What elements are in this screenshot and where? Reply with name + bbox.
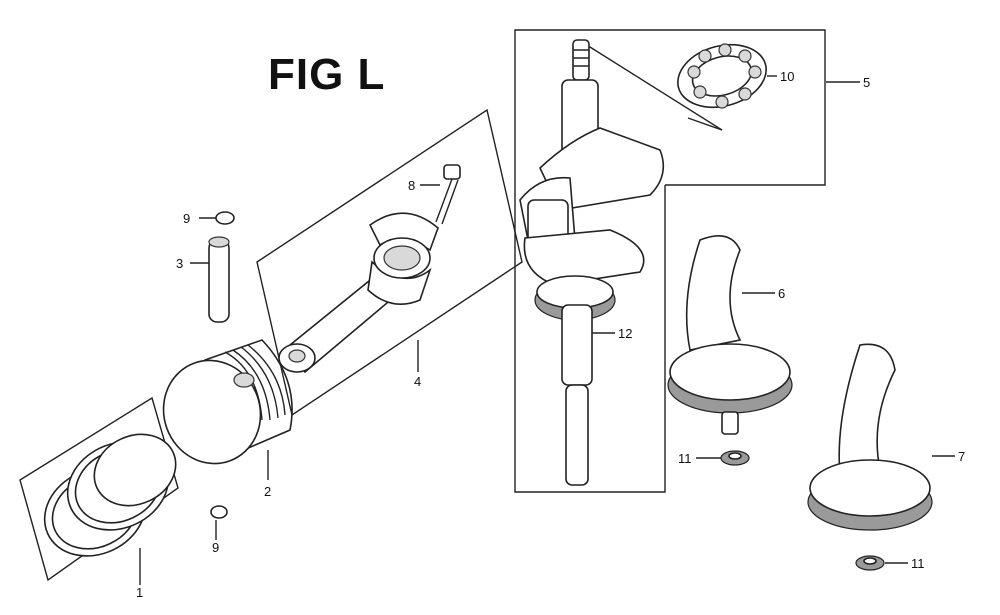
- callout-4: 4: [414, 374, 422, 389]
- callout-9-lower: 9: [212, 540, 220, 555]
- callout-8: 8: [408, 178, 416, 193]
- callout-1: 1: [136, 585, 144, 600]
- callout-9-upper: 9: [183, 211, 191, 226]
- piston-pin: [208, 236, 230, 323]
- callout-7: 7: [958, 449, 966, 464]
- piston-ring-set: [43, 433, 177, 557]
- callout-11-upper: 11: [678, 451, 692, 466]
- callout-2: 2: [264, 484, 272, 499]
- callout-leader-lines: [139, 75, 955, 585]
- piston-rings-group-box: [19, 396, 179, 582]
- pin-clip-lower: [210, 505, 228, 519]
- callout-12: 12: [618, 326, 633, 341]
- piston: [162, 339, 293, 465]
- callout-5: 5: [863, 75, 871, 90]
- thrust-washer-upper: [720, 450, 750, 466]
- crankshaft: [519, 39, 665, 486]
- connecting-rod: [278, 212, 439, 374]
- callout-10: 10: [780, 69, 795, 84]
- balancer-weight-lower: [807, 343, 933, 531]
- callout-6: 6: [778, 286, 786, 301]
- callout-3: 3: [176, 256, 184, 271]
- balancer-weight-upper: [667, 234, 793, 435]
- pin-clip-upper: [215, 211, 235, 225]
- thrust-washer-lower: [855, 555, 885, 571]
- callout-11-lower: 11: [911, 556, 925, 571]
- rod-bolt: [435, 164, 461, 225]
- figure-title: FIG L: [268, 50, 386, 99]
- ball-bearing: [581, 41, 767, 131]
- crankshaft-group-box: [514, 29, 826, 493]
